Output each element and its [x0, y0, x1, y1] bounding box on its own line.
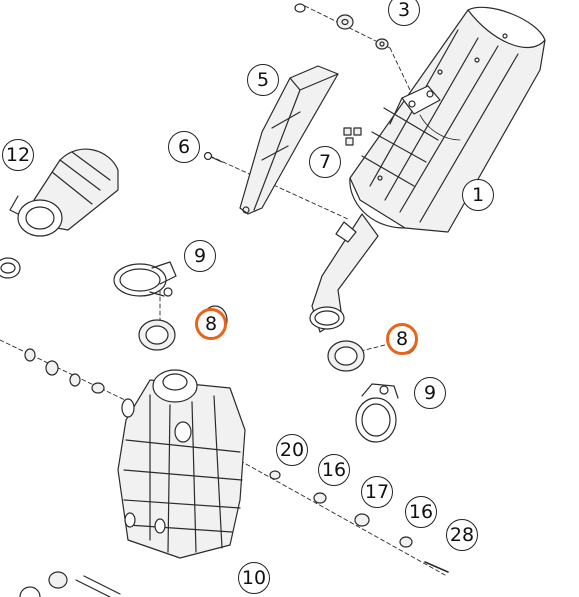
callout-20: 20	[276, 434, 308, 466]
callout-10: 10	[238, 562, 270, 594]
callout-7: 7	[309, 146, 341, 178]
callout-label: 3	[397, 0, 411, 21]
link-pipe	[309, 213, 379, 333]
callout-label: 10	[241, 566, 267, 589]
bottom-parts	[19, 571, 121, 597]
heat-shield	[239, 65, 339, 215]
sleeve-12	[0, 148, 119, 279]
fasteners-right	[269, 470, 449, 573]
clamp-9-left	[113, 261, 177, 297]
callout-28: 28	[446, 519, 478, 551]
callout-label: 9	[423, 381, 437, 404]
callout-5: 5	[247, 64, 279, 96]
callout-9-upper: 9	[184, 240, 216, 272]
callout-label: 16	[408, 500, 434, 523]
callout-3: 3	[388, 0, 420, 26]
callout-8-right-highlighted: 8	[386, 323, 418, 355]
manifold-10	[117, 369, 246, 559]
callout-label: 17	[364, 480, 390, 503]
callout-label: 6	[177, 135, 191, 158]
callout-label: 20	[279, 438, 305, 461]
callout-label: 12	[5, 143, 31, 166]
callout-6: 6	[168, 131, 200, 163]
nuts-7	[343, 127, 362, 146]
callout-16-upper: 16	[318, 454, 350, 486]
callout-label: 8	[395, 327, 409, 350]
callout-12: 12	[2, 139, 34, 171]
callout-9-lower: 9	[414, 377, 446, 409]
screw-6	[203, 151, 223, 163]
callout-label: 16	[321, 458, 347, 481]
callout-label: 8	[204, 312, 218, 335]
fasteners-left	[24, 348, 105, 394]
callout-8-left-highlighted: 8	[195, 308, 227, 340]
callout-17: 17	[361, 476, 393, 508]
callout-label: 28	[449, 523, 475, 546]
clamp-9-right	[355, 383, 399, 443]
silencer-bracket	[389, 85, 441, 125]
callout-label: 7	[318, 150, 332, 173]
callout-label: 5	[256, 68, 270, 91]
callout-label: 9	[193, 244, 207, 267]
callout-16-lower: 16	[405, 496, 437, 528]
washer-group-top	[294, 3, 389, 50]
silencer-body	[349, 6, 546, 233]
callout-label: 1	[471, 183, 485, 206]
callout-1: 1	[462, 179, 494, 211]
